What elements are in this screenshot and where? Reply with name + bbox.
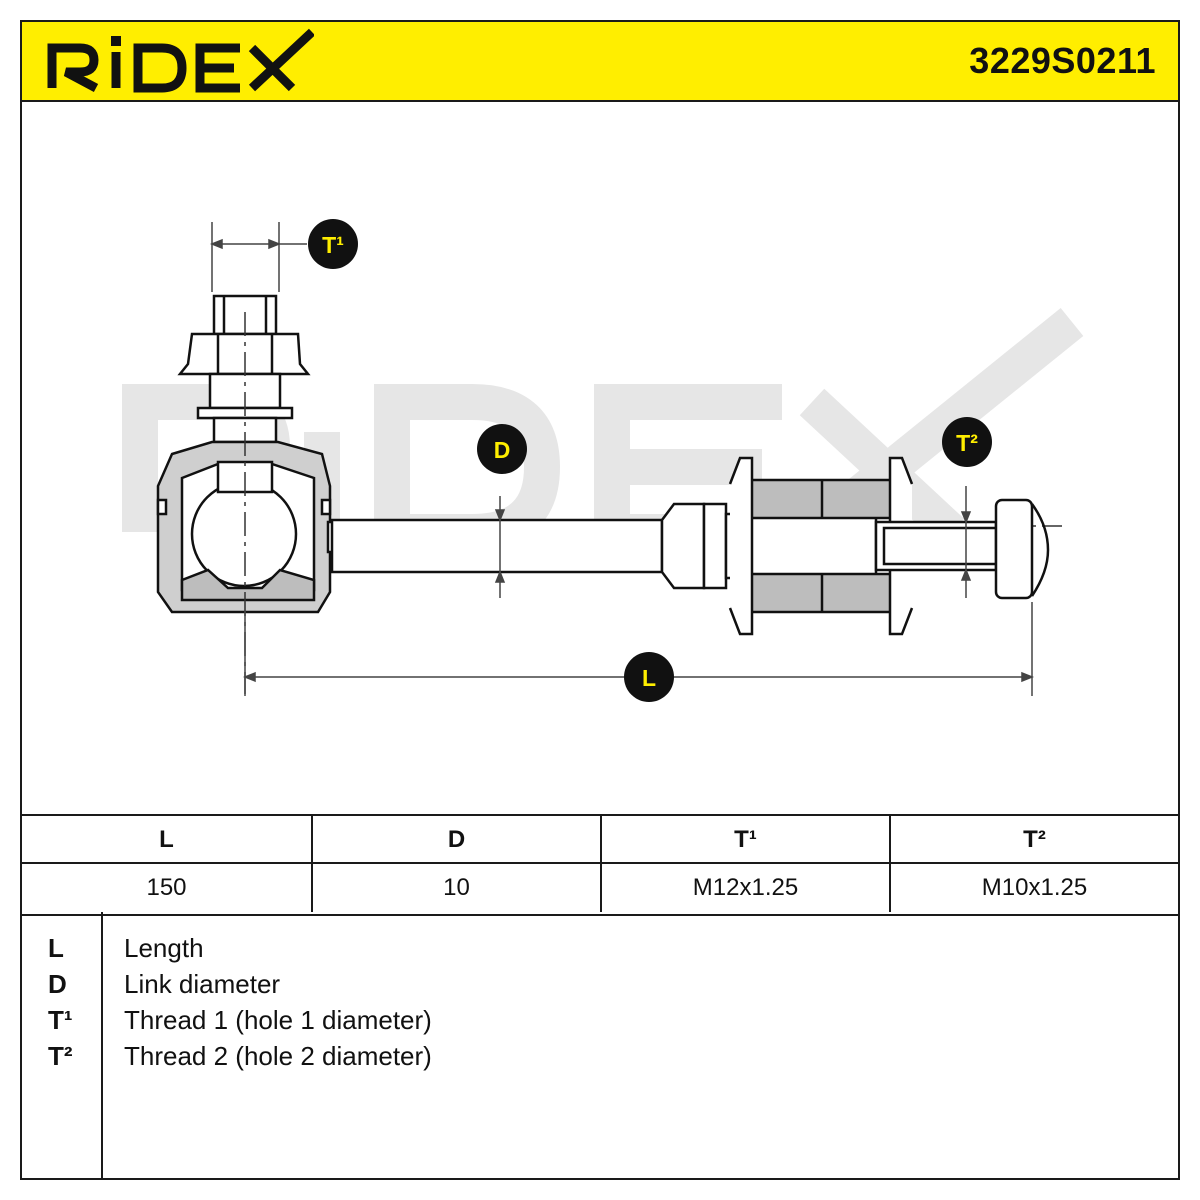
legend-divider [101, 912, 103, 1178]
legend-text: Thread 2 (hole 2 diameter) [124, 1041, 432, 1071]
technical-drawing: T¹ D T² L [122, 219, 1084, 702]
legend-row: D Link diameter [22, 966, 1178, 1002]
spec-value-d: 10 [443, 874, 470, 901]
legend-row: T² Thread 2 (hole 2 diameter) [22, 1038, 1178, 1074]
legend-row: L Length [22, 930, 1178, 966]
t2-callout: T² [942, 417, 992, 467]
header-bar: 3229S0211 [22, 22, 1178, 102]
spec-value-t2: M10x1.25 [981, 874, 1088, 901]
spec-sheet-frame: 3229S0211 [20, 20, 1180, 1180]
legend-symbol: L [48, 933, 64, 963]
spec-value-t1: M12x1.25 [692, 874, 799, 901]
d-callout: D [477, 424, 527, 474]
t2-dimension [960, 486, 972, 598]
svg-text:L: L [642, 665, 656, 691]
spec-value-l: 150 [146, 874, 187, 901]
spec-header-t2: T² [891, 816, 1178, 864]
legend-text: Length [124, 933, 204, 963]
legend-text: Link diameter [124, 969, 281, 999]
svg-text:T²: T² [956, 430, 978, 456]
spec-column-l: L 150 [22, 816, 311, 912]
ridex-logo [47, 28, 314, 93]
stud-and-nut [177, 294, 311, 444]
t1-dimension [209, 222, 307, 292]
spec-column-d: D 10 [311, 816, 600, 912]
t1-callout: T¹ [308, 219, 358, 269]
threaded-end-and-nut [874, 498, 1050, 600]
spec-table: L 150 D 10 T¹ M12x1.25 T² M10x1.25 [22, 814, 1178, 916]
legend-symbol: T¹ [48, 1005, 73, 1035]
legend-text: Thread 1 (hole 1 diameter) [124, 1005, 432, 1035]
legend: L Length D Link diameter T¹ Thread 1 (ho… [22, 912, 1178, 1178]
spec-header-t1: T¹ [602, 816, 889, 864]
spec-column-t1: T¹ M12x1.25 [600, 816, 889, 912]
d-dimension [494, 496, 506, 598]
spec-header-d: D [313, 816, 600, 864]
legend-row: T¹ Thread 1 (hole 1 diameter) [22, 1002, 1178, 1038]
spec-header-l: L [22, 816, 311, 864]
part-number: 3229S0211 [969, 40, 1156, 81]
legend-symbol: T² [48, 1041, 73, 1071]
spec-column-t2: T² M10x1.25 [889, 816, 1178, 912]
l-callout: L [624, 652, 674, 702]
legend-symbol: D [48, 969, 67, 999]
ball-joint-housing [156, 440, 338, 614]
svg-text:T¹: T¹ [322, 232, 344, 258]
svg-text:D: D [494, 437, 511, 463]
